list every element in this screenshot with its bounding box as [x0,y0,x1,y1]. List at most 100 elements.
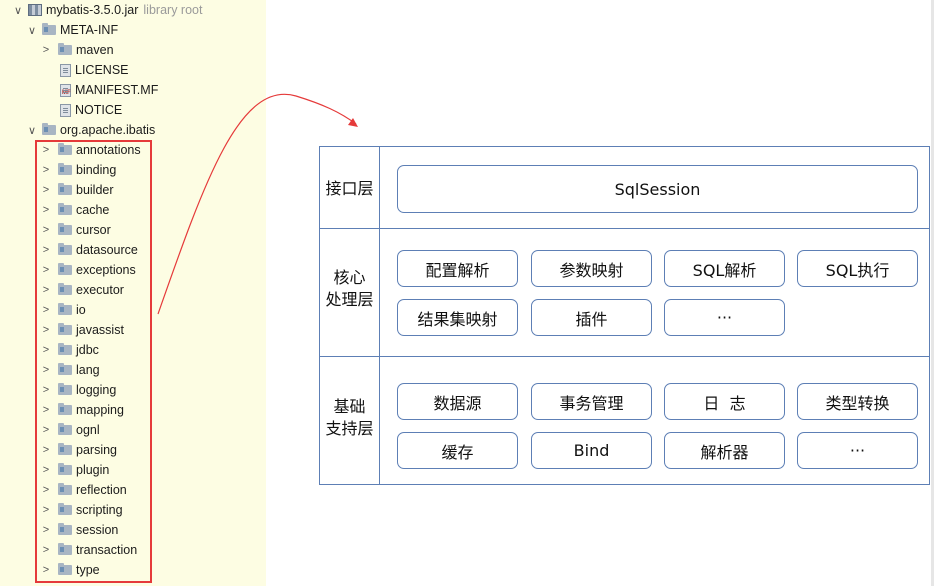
tree-item-package[interactable]: > binding [40,160,116,180]
package-icon [58,563,72,575]
package-icon [58,523,72,535]
package-icon [58,263,72,275]
layer-divider [320,228,929,229]
tree-item-label: jdbc [76,343,99,357]
chevron-right-icon[interactable]: > [42,564,50,576]
package-icon [58,403,72,415]
package-icon [58,503,72,515]
chevron-right-icon[interactable]: > [42,144,50,156]
tree-item-package[interactable]: >session [40,520,118,540]
tree-item-package[interactable]: >plugin [40,460,109,480]
tree-item-package[interactable]: > datasource [40,240,138,260]
chevron-right-icon[interactable]: > [42,264,50,276]
tree-item-package[interactable]: > ognl [40,420,100,440]
tree-item-package[interactable]: >parsing [40,440,117,460]
tree-item-package[interactable]: > mapping [40,400,124,420]
package-icon [58,483,72,495]
tree-item-label: builder [76,183,114,197]
box-logging: 日 志 [664,383,785,420]
tree-item-package[interactable]: >exceptions [40,260,136,280]
chevron-right-icon[interactable]: > [42,244,50,256]
box-resultset-mapping: 结果集映射 [397,299,518,336]
tree-item-label: type [76,563,100,577]
tree-item-package[interactable]: > jdbc [40,340,99,360]
package-icon [58,303,72,315]
chevron-right-icon[interactable]: > [42,44,50,56]
chevron-right-icon[interactable]: > [42,344,50,356]
chevron-right-icon[interactable]: > [42,424,50,436]
tree-item-package[interactable]: > type [40,560,100,580]
chevron-right-icon[interactable]: > [42,364,50,376]
tree-item-label: ognl [76,423,100,437]
tree-item-manifest[interactable]: MF MANIFEST.MF [52,80,158,100]
tree-item-maven[interactable]: > maven [40,40,114,60]
package-icon [58,463,72,475]
package-icon [58,243,72,255]
box-bind: Bind [531,432,652,469]
chevron-right-icon[interactable]: > [42,404,50,416]
tree-item-package[interactable]: > logging [40,380,116,400]
chevron-right-icon[interactable]: > [42,504,50,516]
chevron-right-icon[interactable]: > [42,304,50,316]
tree-item-label: reflection [76,483,127,497]
layer-label-core: 核心 处理层 [320,267,379,311]
box-plugin: 插件 [531,299,652,336]
package-icon [58,283,72,295]
chevron-right-icon[interactable]: > [42,204,50,216]
tree-item-label: binding [76,163,117,177]
tree-item-package[interactable]: > lang [40,360,100,380]
package-icon [58,323,72,335]
tree-item-label: logging [76,383,117,397]
chevron-down-icon[interactable]: ∨ [27,24,37,37]
tree-item-package[interactable]: > executor [40,280,124,300]
chevron-right-icon[interactable]: > [42,224,50,236]
tree-item-package-root[interactable]: ∨ org.apache.ibatis [26,120,155,140]
tree-item-package[interactable]: >annotations [40,140,141,160]
chevron-right-icon[interactable]: > [42,544,50,556]
project-tree: ∨ mybatis-3.5.0.jar library root ∨ META-… [0,0,266,586]
tree-item-package[interactable]: >javassist [40,320,124,340]
tree-item-package[interactable]: >transaction [40,540,137,560]
layer-label-line: 接口层 [325,179,374,198]
package-icon [58,163,72,175]
chevron-right-icon[interactable]: > [42,444,50,456]
tree-item-package[interactable]: >scripting [40,500,123,520]
tree-item-notice[interactable]: NOTICE [52,100,122,120]
box-param-mapping: 参数映射 [531,250,652,287]
box-support-more: ··· [797,432,918,469]
tree-item-meta-inf[interactable]: ∨ META-INF [26,20,118,40]
chevron-right-icon[interactable]: > [42,284,50,296]
tree-item-package[interactable]: > builder [40,180,114,200]
tree-item-label: executor [76,283,124,297]
chevron-right-icon[interactable]: > [42,464,50,476]
package-icon [58,543,72,555]
chevron-down-icon[interactable]: ∨ [13,4,23,17]
tree-item-label: cache [76,203,110,217]
tree-root-jar[interactable]: ∨ mybatis-3.5.0.jar library root [12,0,202,20]
box-config-parse: 配置解析 [397,250,518,287]
scrollbar-edge[interactable] [931,0,934,586]
chevron-right-icon[interactable]: > [42,184,50,196]
tree-item-label: lang [76,363,100,377]
box-core-more: ··· [664,299,785,336]
tree-item-package[interactable]: >cursor [40,220,111,240]
tree-item-label: org.apache.ibatis [60,123,156,137]
tree-item-label: datasource [76,243,138,257]
chevron-right-icon[interactable]: > [42,164,50,176]
layer-label-line: 核心 [333,268,366,287]
tree-item-package[interactable]: > reflection [40,480,127,500]
chevron-right-icon[interactable]: > [42,384,50,396]
tree-item-label: mapping [76,403,124,417]
chevron-down-icon[interactable]: ∨ [27,124,37,137]
tree-item-package[interactable]: > cache [40,200,109,220]
package-icon [58,223,72,235]
box-parser: 解析器 [664,432,785,469]
tree-item-license[interactable]: LICENSE [52,60,129,80]
box-datasource: 数据源 [397,383,518,420]
chevron-right-icon[interactable]: > [42,524,50,536]
chevron-right-icon[interactable]: > [42,484,50,496]
tree-item-label: META-INF [60,23,119,37]
chevron-right-icon[interactable]: > [42,324,50,336]
tree-item-package[interactable]: >io [40,300,86,320]
box-sqlsession: SqlSession [397,165,918,213]
